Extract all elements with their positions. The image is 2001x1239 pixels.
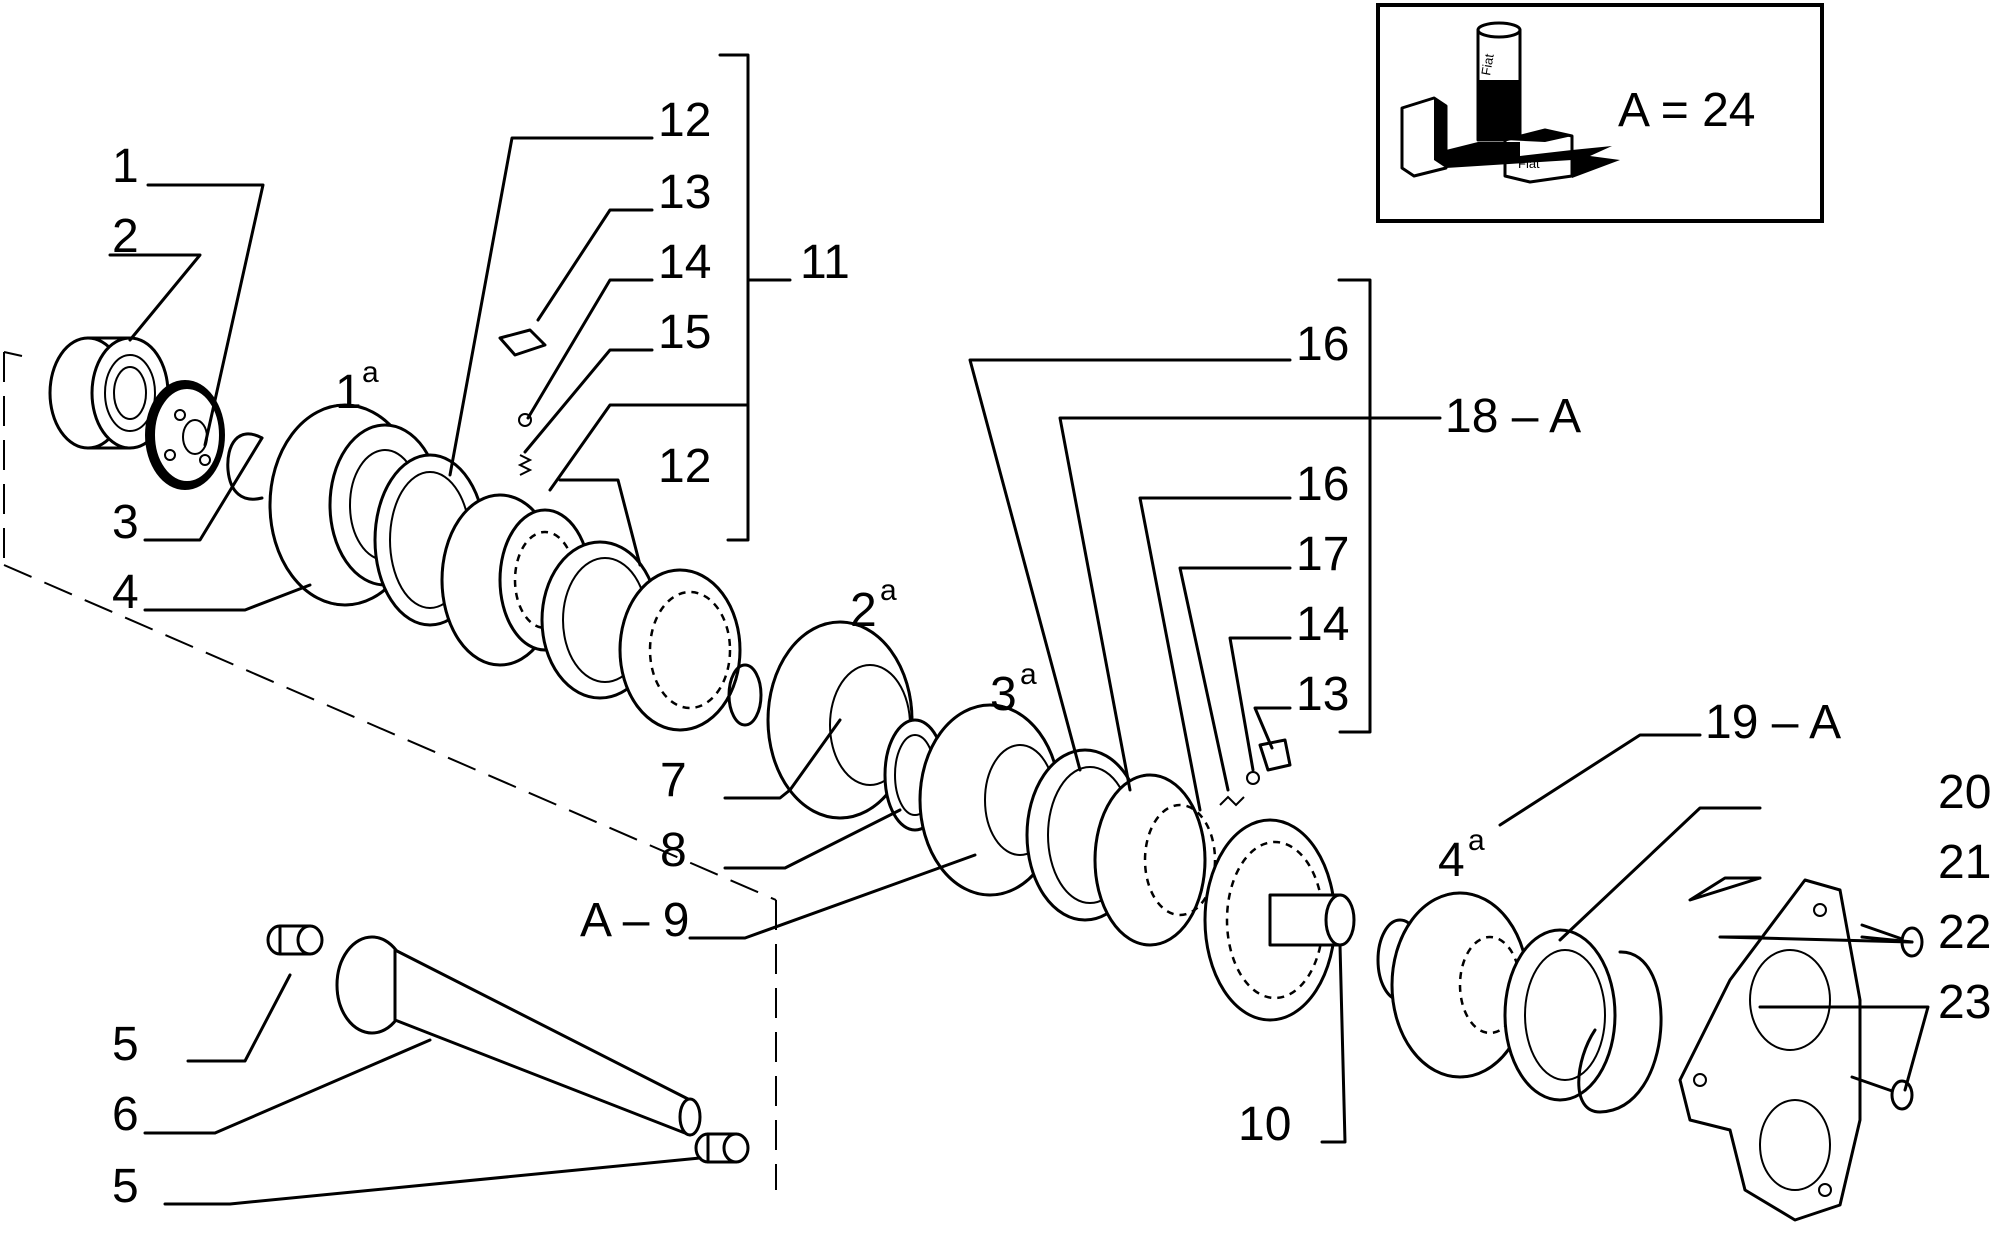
spring-part-17 bbox=[1219, 795, 1245, 807]
label-19-a: 19 – A bbox=[1705, 696, 1841, 749]
gear-label-4: 4 bbox=[1438, 834, 1465, 887]
label-13-top: 13 bbox=[658, 166, 711, 219]
synchro-hub-part-18 bbox=[1093, 773, 1217, 947]
gear-label-1-sup: a bbox=[362, 356, 379, 389]
gear-label-2-sup: a bbox=[880, 574, 897, 607]
label-22: 22 bbox=[1938, 906, 1991, 959]
label-1: 1 bbox=[112, 140, 139, 193]
sleeve-gear bbox=[618, 568, 742, 732]
spring-part-15 bbox=[517, 454, 533, 476]
label-21: 21 bbox=[1938, 836, 1991, 889]
gear-label-2: 2 bbox=[850, 584, 877, 637]
svg-text:Fiat: Fiat bbox=[1478, 52, 1497, 76]
label-14-bottom: 14 bbox=[1296, 598, 1349, 651]
shaft-part-6 bbox=[335, 935, 702, 1137]
gear-labels: 1 a 2 a 3 a 4 a bbox=[335, 356, 1485, 887]
legend-box: Fiat Fiat A = 24 bbox=[1376, 3, 1824, 223]
leader-lines bbox=[108, 53, 1930, 1206]
label-10: 10 bbox=[1238, 1098, 1291, 1151]
label-12-mid: 12 bbox=[658, 440, 711, 493]
label-8: 8 bbox=[660, 824, 687, 877]
ball-part-14-lower bbox=[1246, 771, 1260, 785]
cover-plate-part-1 bbox=[145, 380, 225, 490]
label-15: 15 bbox=[658, 306, 711, 359]
label-12-top: 12 bbox=[658, 94, 711, 147]
gear-label-4-sup: a bbox=[1468, 824, 1485, 857]
label-17: 17 bbox=[1296, 528, 1349, 581]
bushing-part-5-top bbox=[266, 924, 324, 956]
ball-part-14 bbox=[518, 413, 532, 427]
label-23: 23 bbox=[1938, 976, 1991, 1029]
gear-label-1: 1 bbox=[335, 366, 362, 419]
legend-text: A = 24 bbox=[1618, 84, 1755, 137]
label-3: 3 bbox=[112, 496, 139, 549]
third-gear-part-9 bbox=[918, 703, 1062, 897]
label-5-top: 5 bbox=[112, 1018, 139, 1071]
snap-ring-part-3 bbox=[226, 432, 264, 501]
sleeve-part-10 bbox=[1203, 818, 1356, 1022]
snap-ring-small bbox=[727, 663, 763, 727]
label-20: 20 bbox=[1938, 766, 1991, 819]
key-part-13 bbox=[498, 328, 547, 357]
label-14-top: 14 bbox=[658, 236, 711, 289]
label-9: A – 9 bbox=[580, 894, 689, 947]
frame-dashes bbox=[3, 351, 777, 1190]
label-7: 7 bbox=[660, 754, 687, 807]
label-16-top: 16 bbox=[1296, 318, 1349, 371]
label-16-mid: 16 bbox=[1296, 458, 1349, 511]
label-11: 11 bbox=[800, 236, 850, 289]
circlip-part-20 bbox=[1577, 950, 1663, 1114]
retainer-plate-part-21 bbox=[1678, 878, 1862, 1222]
gear-label-3: 3 bbox=[990, 668, 1017, 721]
key-part-13-lower bbox=[1258, 738, 1292, 772]
bushing-part-5-bottom bbox=[694, 1132, 750, 1164]
label-5-bottom: 5 bbox=[112, 1160, 139, 1213]
label-13-bottom: 13 bbox=[1296, 668, 1349, 721]
gear-label-3-sup: a bbox=[1020, 658, 1037, 691]
label-6: 6 bbox=[112, 1088, 139, 1141]
lubricant-icon: Fiat Fiat bbox=[1400, 21, 1620, 184]
callout-labels: 1 2 3 4 5 6 5 7 8 A – 9 10 11 12 12 13 1… bbox=[112, 94, 1991, 1213]
bearing-part-20 bbox=[1503, 928, 1617, 1102]
label-2: 2 bbox=[112, 210, 139, 263]
label-4: 4 bbox=[112, 566, 139, 619]
label-18-a: 18 – A bbox=[1445, 390, 1581, 443]
